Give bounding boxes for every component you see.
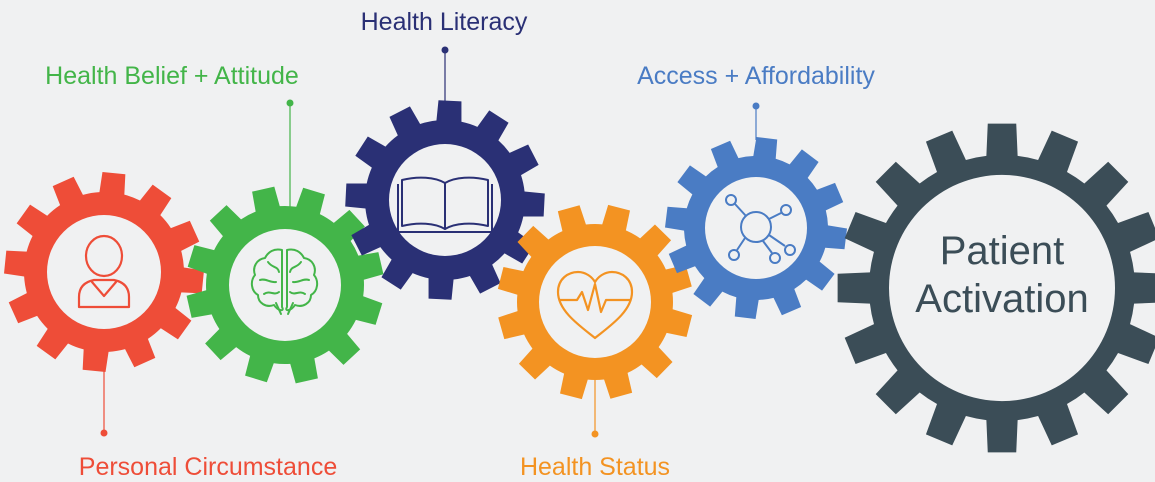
- access-affordability-label: Access + Affordability: [637, 62, 875, 90]
- orange-gear: [497, 204, 693, 400]
- patient-activation-gear: [837, 123, 1155, 453]
- blue-gear: [665, 137, 847, 319]
- heart-pulse-icon: [556, 270, 634, 340]
- personal-circumstance-label: Personal Circumstance: [79, 453, 337, 481]
- patient-label-line1: Patient: [940, 229, 1065, 273]
- health-belief-label: Health Belief + Attitude: [45, 62, 299, 90]
- green-gear: [186, 186, 384, 384]
- navy-gear: [345, 100, 545, 300]
- brain-icon: [250, 248, 319, 315]
- health-status-label: Health Status: [520, 453, 670, 481]
- open-book-icon: [397, 176, 493, 233]
- connector-lines: [100, 46, 760, 438]
- network-icon: [725, 194, 796, 264]
- health-literacy-label: Health Literacy: [361, 8, 528, 36]
- red-gear: [4, 172, 204, 372]
- patient-label-line2: Activation: [915, 277, 1088, 321]
- person-icon: [77, 234, 131, 309]
